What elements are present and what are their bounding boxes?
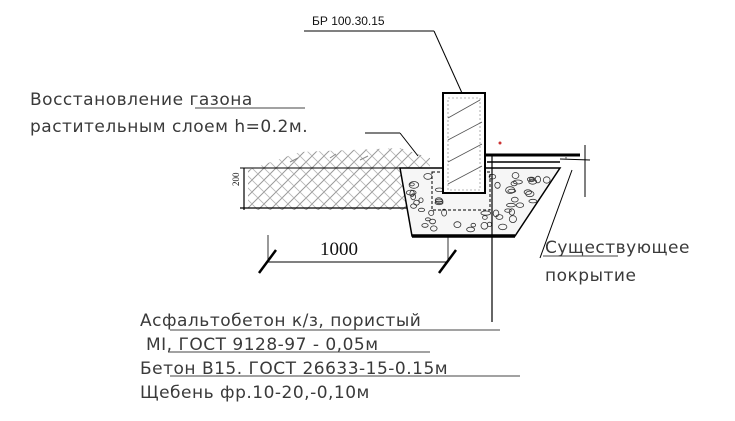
gravel-pebble: [470, 222, 476, 228]
gravel-pebble: [511, 172, 520, 179]
gravel-pebble: [453, 221, 462, 228]
existing-pavement: [485, 141, 591, 197]
gravel-pebble: [494, 181, 501, 189]
curb-product-mark: БР 100.30.15: [312, 14, 385, 28]
gravel-pebble: [482, 215, 488, 220]
gravel-pebble: [441, 208, 448, 217]
gravel-pebble: [408, 181, 420, 189]
gravel-pebble: [430, 225, 438, 232]
lawn-restoration-label: Восстановление газона: [30, 90, 253, 110]
layer-concrete-label: Бетон В15. ГОСТ 26633-15-0.15м: [140, 359, 449, 379]
gravel-pebble: [428, 209, 435, 216]
lawn-hatch-area: [248, 148, 430, 210]
gravel-pebble: [435, 198, 444, 205]
concrete-bed: [431, 171, 491, 211]
gravel-pebble: [512, 179, 523, 185]
gravel-pebble: [417, 207, 426, 212]
gravel-pebble: [523, 189, 533, 195]
gravel-pebble: [410, 193, 417, 201]
gravel-pebble: [413, 199, 420, 206]
gravel-pebble: [505, 186, 516, 194]
width-dimension-label: 1000: [320, 239, 358, 260]
gravel-pebble: [507, 188, 517, 193]
gravel-pebble: [504, 208, 512, 213]
depth-dimension-label: 200: [231, 172, 241, 187]
base-trench: [399, 167, 562, 238]
gravel-pebble: [498, 223, 508, 231]
layer-gravel-label: Щебень фр.10-20,-0,10м: [140, 383, 370, 403]
gravel-pebble: [409, 182, 415, 187]
gravel-pebble: [528, 198, 538, 204]
layer-asphalt-label: Асфальтобетон к/з, пористый: [140, 311, 422, 331]
depth-dimension: [240, 167, 420, 210]
curb-stone: [442, 92, 486, 194]
gravel-pebble: [495, 214, 504, 220]
existing-pavement-label: Существующее: [545, 238, 690, 258]
gravel-pebble: [542, 176, 551, 184]
gravel-pebble: [409, 190, 415, 197]
gravel-pebble: [421, 223, 429, 228]
gravel-pebble: [510, 196, 519, 203]
gravel-pebble: [418, 197, 424, 203]
gravel-pebble: [480, 210, 492, 216]
gravel-pebble: [434, 200, 444, 206]
label-underlines: [168, 107, 618, 377]
gravel-pebble: [466, 226, 476, 233]
layer-asphalt-spec-label: МI, ГОСТ 9128-97 - 0,05м: [146, 335, 379, 355]
existing-pavement-label-2: покрытие: [545, 266, 637, 286]
gravel-pebble: [506, 202, 516, 208]
leader-lines: [304, 30, 573, 322]
gravel-pebble: [508, 215, 517, 224]
width-dimension: [257, 235, 458, 274]
lawn-restoration-label-2: растительным слоем h=0.2м.: [30, 117, 309, 137]
gravel-pebble: [516, 202, 525, 208]
gravel-pebble: [528, 178, 538, 185]
gravel-pebble: [429, 218, 437, 225]
